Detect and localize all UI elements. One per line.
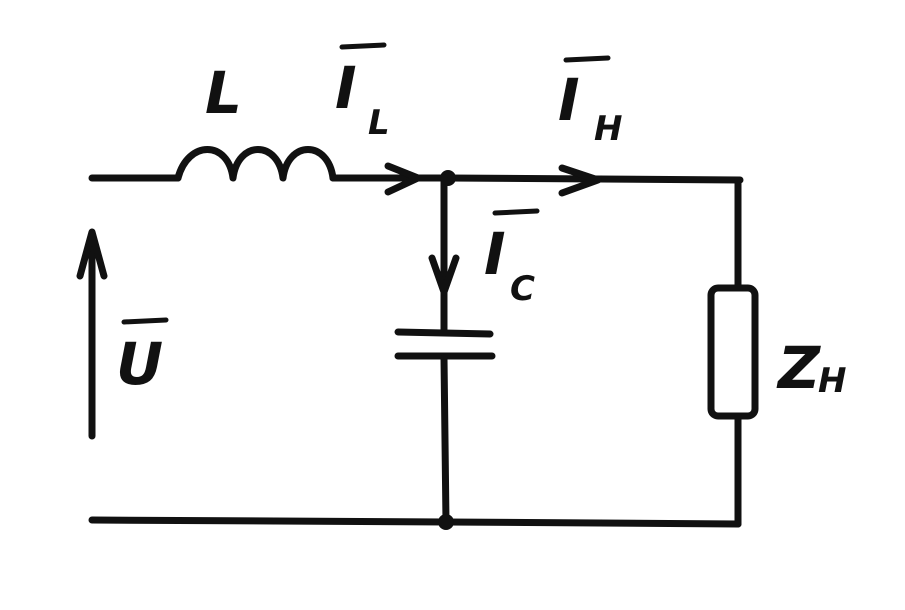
wire-bottom [88,516,742,528]
arrow-current-inductor [384,162,422,196]
label-current-capacitor-subscript: C [510,269,535,309]
label-current-load-subscript: H [594,109,622,149]
load-resistor [707,284,759,420]
label-voltage: U [116,330,163,398]
overbar-current-inductor [339,42,387,50]
arrow-current-capacitor [428,254,460,296]
label-current-inductor: I [335,54,357,122]
arrow-current-load [558,164,602,197]
node-bottom [438,514,454,530]
label-current-load: I [558,66,580,134]
voltage-arrow-head [76,228,108,280]
label-current-inductor-subscript: L [368,103,390,143]
overbar-current-capacitor [492,208,540,216]
label-load-impedance: Z [776,334,821,402]
capacitor-lead-bottom [440,354,450,526]
label-current-capacitor: I [484,220,506,288]
overbar-voltage [121,317,169,325]
capacitor-plate-top [394,328,494,338]
overbar-current-load [563,55,611,63]
label-load-impedance-subscript: H [818,361,846,401]
inductor-coil [174,146,337,182]
label-inductor: L [205,59,242,127]
